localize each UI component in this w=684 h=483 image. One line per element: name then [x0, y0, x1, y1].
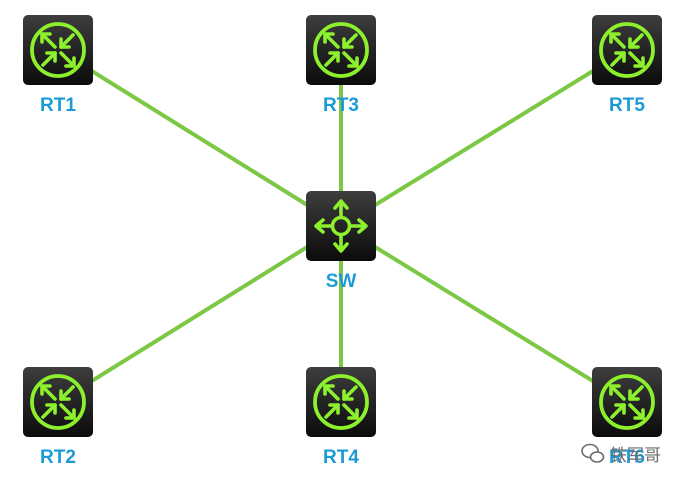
router-rt2[interactable]: RT2: [23, 367, 93, 468]
router-rt5[interactable]: RT5: [592, 15, 662, 116]
node-label: RT2: [40, 447, 76, 468]
link-sw-rt5: [339, 48, 629, 228]
watermark: 铁军哥: [581, 443, 661, 466]
router-icon: [30, 374, 86, 430]
node-label: RT1: [40, 95, 76, 116]
router-rt1[interactable]: RT1: [23, 15, 93, 116]
router-rt3[interactable]: RT3: [306, 15, 376, 116]
router-icon: [599, 22, 655, 78]
link-sw-rt2: [56, 224, 343, 404]
node-label: RT3: [323, 95, 359, 116]
node-label: RT5: [609, 95, 645, 116]
node-label: SW: [326, 271, 357, 292]
link-sw-rt1: [56, 48, 343, 228]
router-icon: [313, 22, 369, 78]
router-icon: [313, 374, 369, 430]
node-label: RT4: [323, 447, 359, 468]
l3-switch-icon: [314, 199, 368, 253]
switch-sw[interactable]: SW: [306, 191, 376, 292]
wechat-icon: [581, 443, 605, 463]
link-sw-rt6: [339, 224, 629, 404]
router-rt6[interactable]: RT6: [592, 367, 662, 468]
router-icon: [599, 374, 655, 430]
router-icon: [30, 22, 86, 78]
router-rt4[interactable]: RT4: [306, 367, 376, 468]
device-box: [306, 191, 376, 261]
node-label: RT6: [609, 447, 645, 468]
watermark-text: 铁军哥: [610, 446, 661, 466]
